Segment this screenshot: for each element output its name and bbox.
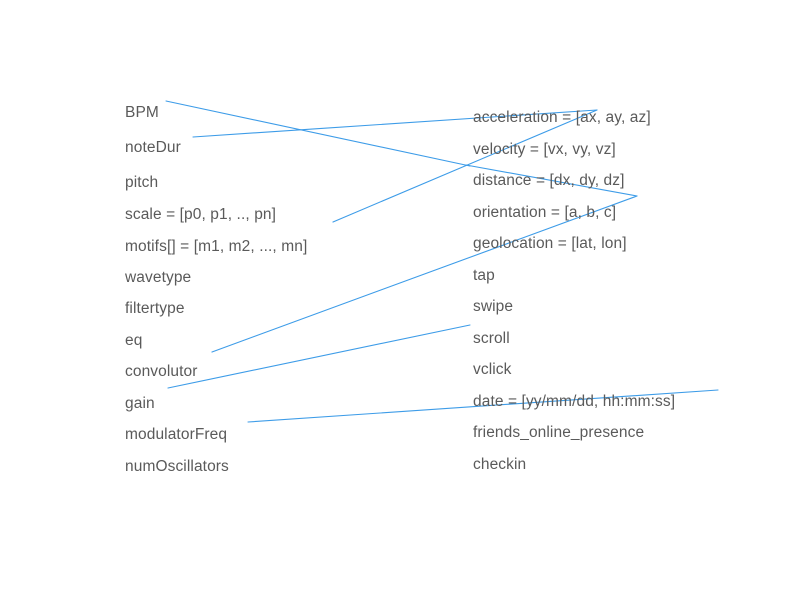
node-scroll[interactable]: scroll bbox=[473, 330, 510, 347]
node-acceleration-ax-ay-az[interactable]: acceleration = [ax, ay, az] bbox=[473, 109, 651, 126]
node-modulatorfreq[interactable]: modulatorFreq bbox=[125, 426, 228, 443]
node-distance-dx-dy-dz[interactable]: distance = [dx, dy, dz] bbox=[473, 172, 625, 189]
edge-gain-to-scroll bbox=[167, 324, 471, 389]
node-vclick[interactable]: vclick bbox=[473, 361, 512, 378]
node-velocity-vx-vy-vz[interactable]: velocity = [vx, vy, vz] bbox=[473, 141, 616, 158]
node-pitch[interactable]: pitch bbox=[125, 174, 159, 191]
node-tap[interactable]: tap bbox=[473, 267, 495, 284]
node-motifs-m1-m2-mn[interactable]: motifs[] = [m1, m2, ..., mn] bbox=[125, 238, 308, 255]
node-geolocation-lat-lon[interactable]: geolocation = [lat, lon] bbox=[473, 235, 627, 252]
node-wavetype[interactable]: wavetype bbox=[125, 269, 192, 286]
edge-bpm-to-distance bbox=[165, 100, 471, 167]
node-filtertype[interactable]: filtertype bbox=[125, 300, 185, 317]
node-convolutor[interactable]: convolutor bbox=[125, 363, 198, 380]
node-bpm[interactable]: BPM bbox=[125, 104, 159, 121]
node-orientation-a-b-c[interactable]: orientation = [a, b, c] bbox=[473, 204, 617, 221]
node-eq[interactable]: eq bbox=[125, 332, 143, 349]
node-date-yy-mm-dd-hh-mm-ss[interactable]: date = [yy/mm/dd, hh:mm:ss] bbox=[473, 393, 676, 410]
node-swipe[interactable]: swipe bbox=[473, 298, 514, 315]
node-scale-p0-p1-pn[interactable]: scale = [p0, p1, .., pn] bbox=[125, 206, 277, 223]
node-numoscillators[interactable]: numOscillators bbox=[125, 458, 229, 475]
node-friends-online-presence[interactable]: friends_online_presence bbox=[473, 424, 645, 441]
node-gain[interactable]: gain bbox=[125, 395, 155, 412]
node-notedur[interactable]: noteDur bbox=[125, 139, 181, 156]
node-checkin[interactable]: checkin bbox=[473, 456, 527, 473]
